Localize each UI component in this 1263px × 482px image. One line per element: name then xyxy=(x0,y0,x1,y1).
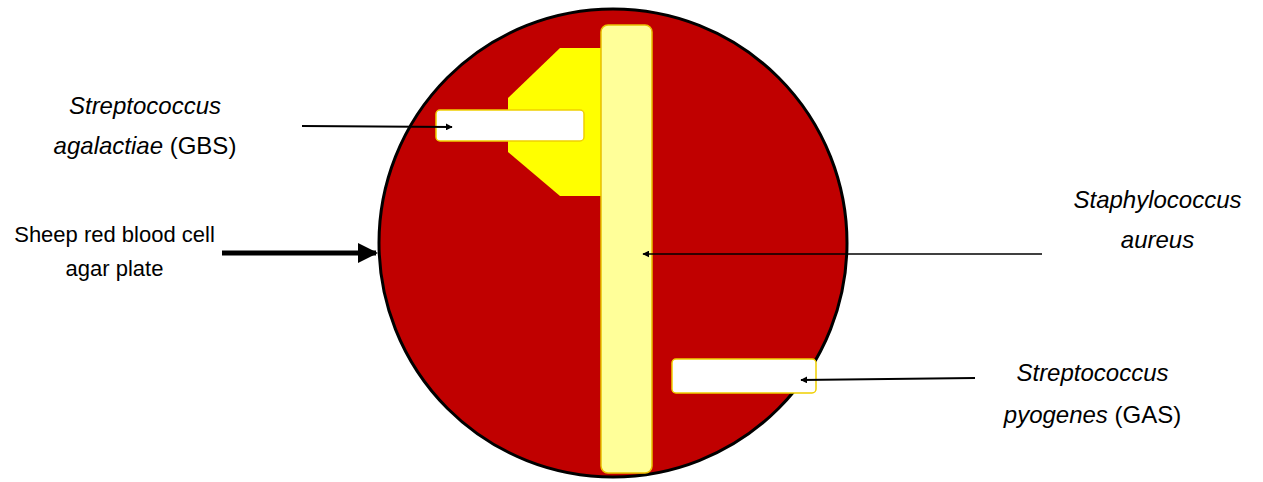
species-label: Streptococcus agalactiae (GBS) xyxy=(30,86,260,166)
staph-aureus-streak xyxy=(601,25,652,473)
plate-label: Sheep red blood cell agar plate xyxy=(12,218,217,286)
gas-streak xyxy=(672,359,816,393)
gbs-streak xyxy=(436,110,584,141)
agar-plate xyxy=(379,9,847,477)
species-label: Streptococcus pyogenes (GAS) xyxy=(985,352,1200,436)
species-label: Staphylococcus aureus xyxy=(1055,180,1260,260)
leader-arrow xyxy=(801,378,975,380)
leader-arrow xyxy=(643,253,1042,255)
leader-arrow xyxy=(222,251,376,256)
leader-arrow xyxy=(302,126,452,127)
